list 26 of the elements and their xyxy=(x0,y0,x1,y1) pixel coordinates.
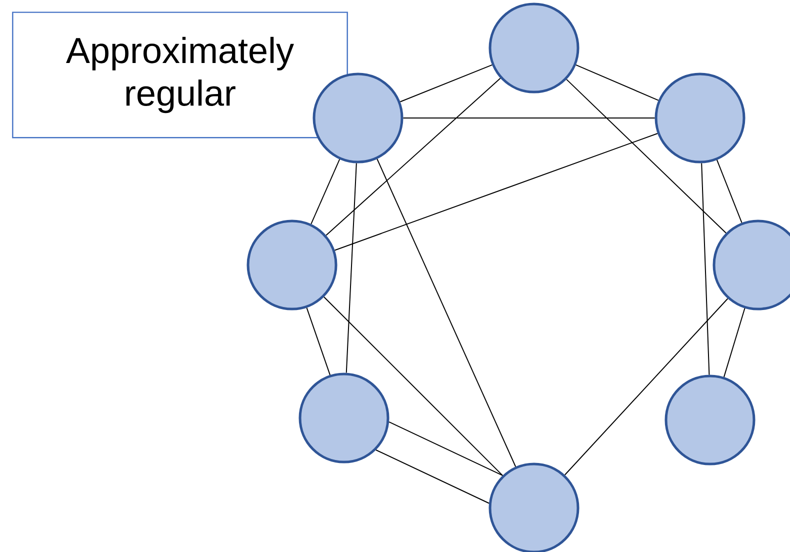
edge-line xyxy=(701,162,710,376)
circle-node xyxy=(246,220,338,310)
circle-node xyxy=(488,2,580,94)
edge-line xyxy=(324,296,504,476)
edge-line xyxy=(376,158,516,468)
edge-line xyxy=(310,158,340,224)
label-box: Approximately regular xyxy=(12,12,348,138)
circle-node xyxy=(664,374,756,466)
edge-line xyxy=(564,298,728,476)
edge-line xyxy=(306,307,331,376)
circle-node xyxy=(488,462,580,552)
edge-line xyxy=(400,64,493,102)
edge-line xyxy=(723,308,746,378)
edge-line xyxy=(346,162,357,374)
circle-node xyxy=(654,72,746,164)
edge-line xyxy=(334,132,658,251)
edge-line xyxy=(376,450,490,504)
edge-line xyxy=(326,78,501,236)
edge-line xyxy=(566,78,726,234)
circle-node xyxy=(712,220,790,310)
edge-line xyxy=(388,421,504,476)
edge-line xyxy=(575,64,659,101)
edge-line xyxy=(402,117,656,118)
edge-line xyxy=(716,159,742,224)
circle-node xyxy=(312,72,404,164)
circle-node xyxy=(298,372,390,464)
